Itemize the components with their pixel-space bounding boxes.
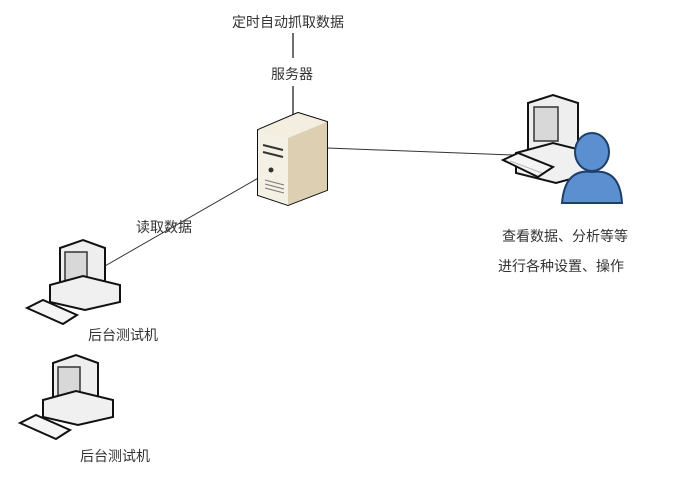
client-label-line1: 查看数据、分析等等 [502,229,628,245]
server-icon [257,111,328,207]
client-label-line2: 进行各种设置、操作 [498,259,624,275]
edge-label-read-data: 读取数据 [136,220,192,236]
test-machine-1-icon [24,238,121,326]
server-label: 服务器 [271,67,313,83]
edge-server-client [326,147,514,156]
test-machine-2-icon [17,353,114,441]
client-computer-icon [500,93,594,185]
user-icon [560,132,624,204]
server-top-label: 定时自动抓取数据 [232,15,344,31]
test-machine-2-label: 后台测试机 [80,449,150,465]
test-machine-1-label: 后台测试机 [88,328,158,344]
